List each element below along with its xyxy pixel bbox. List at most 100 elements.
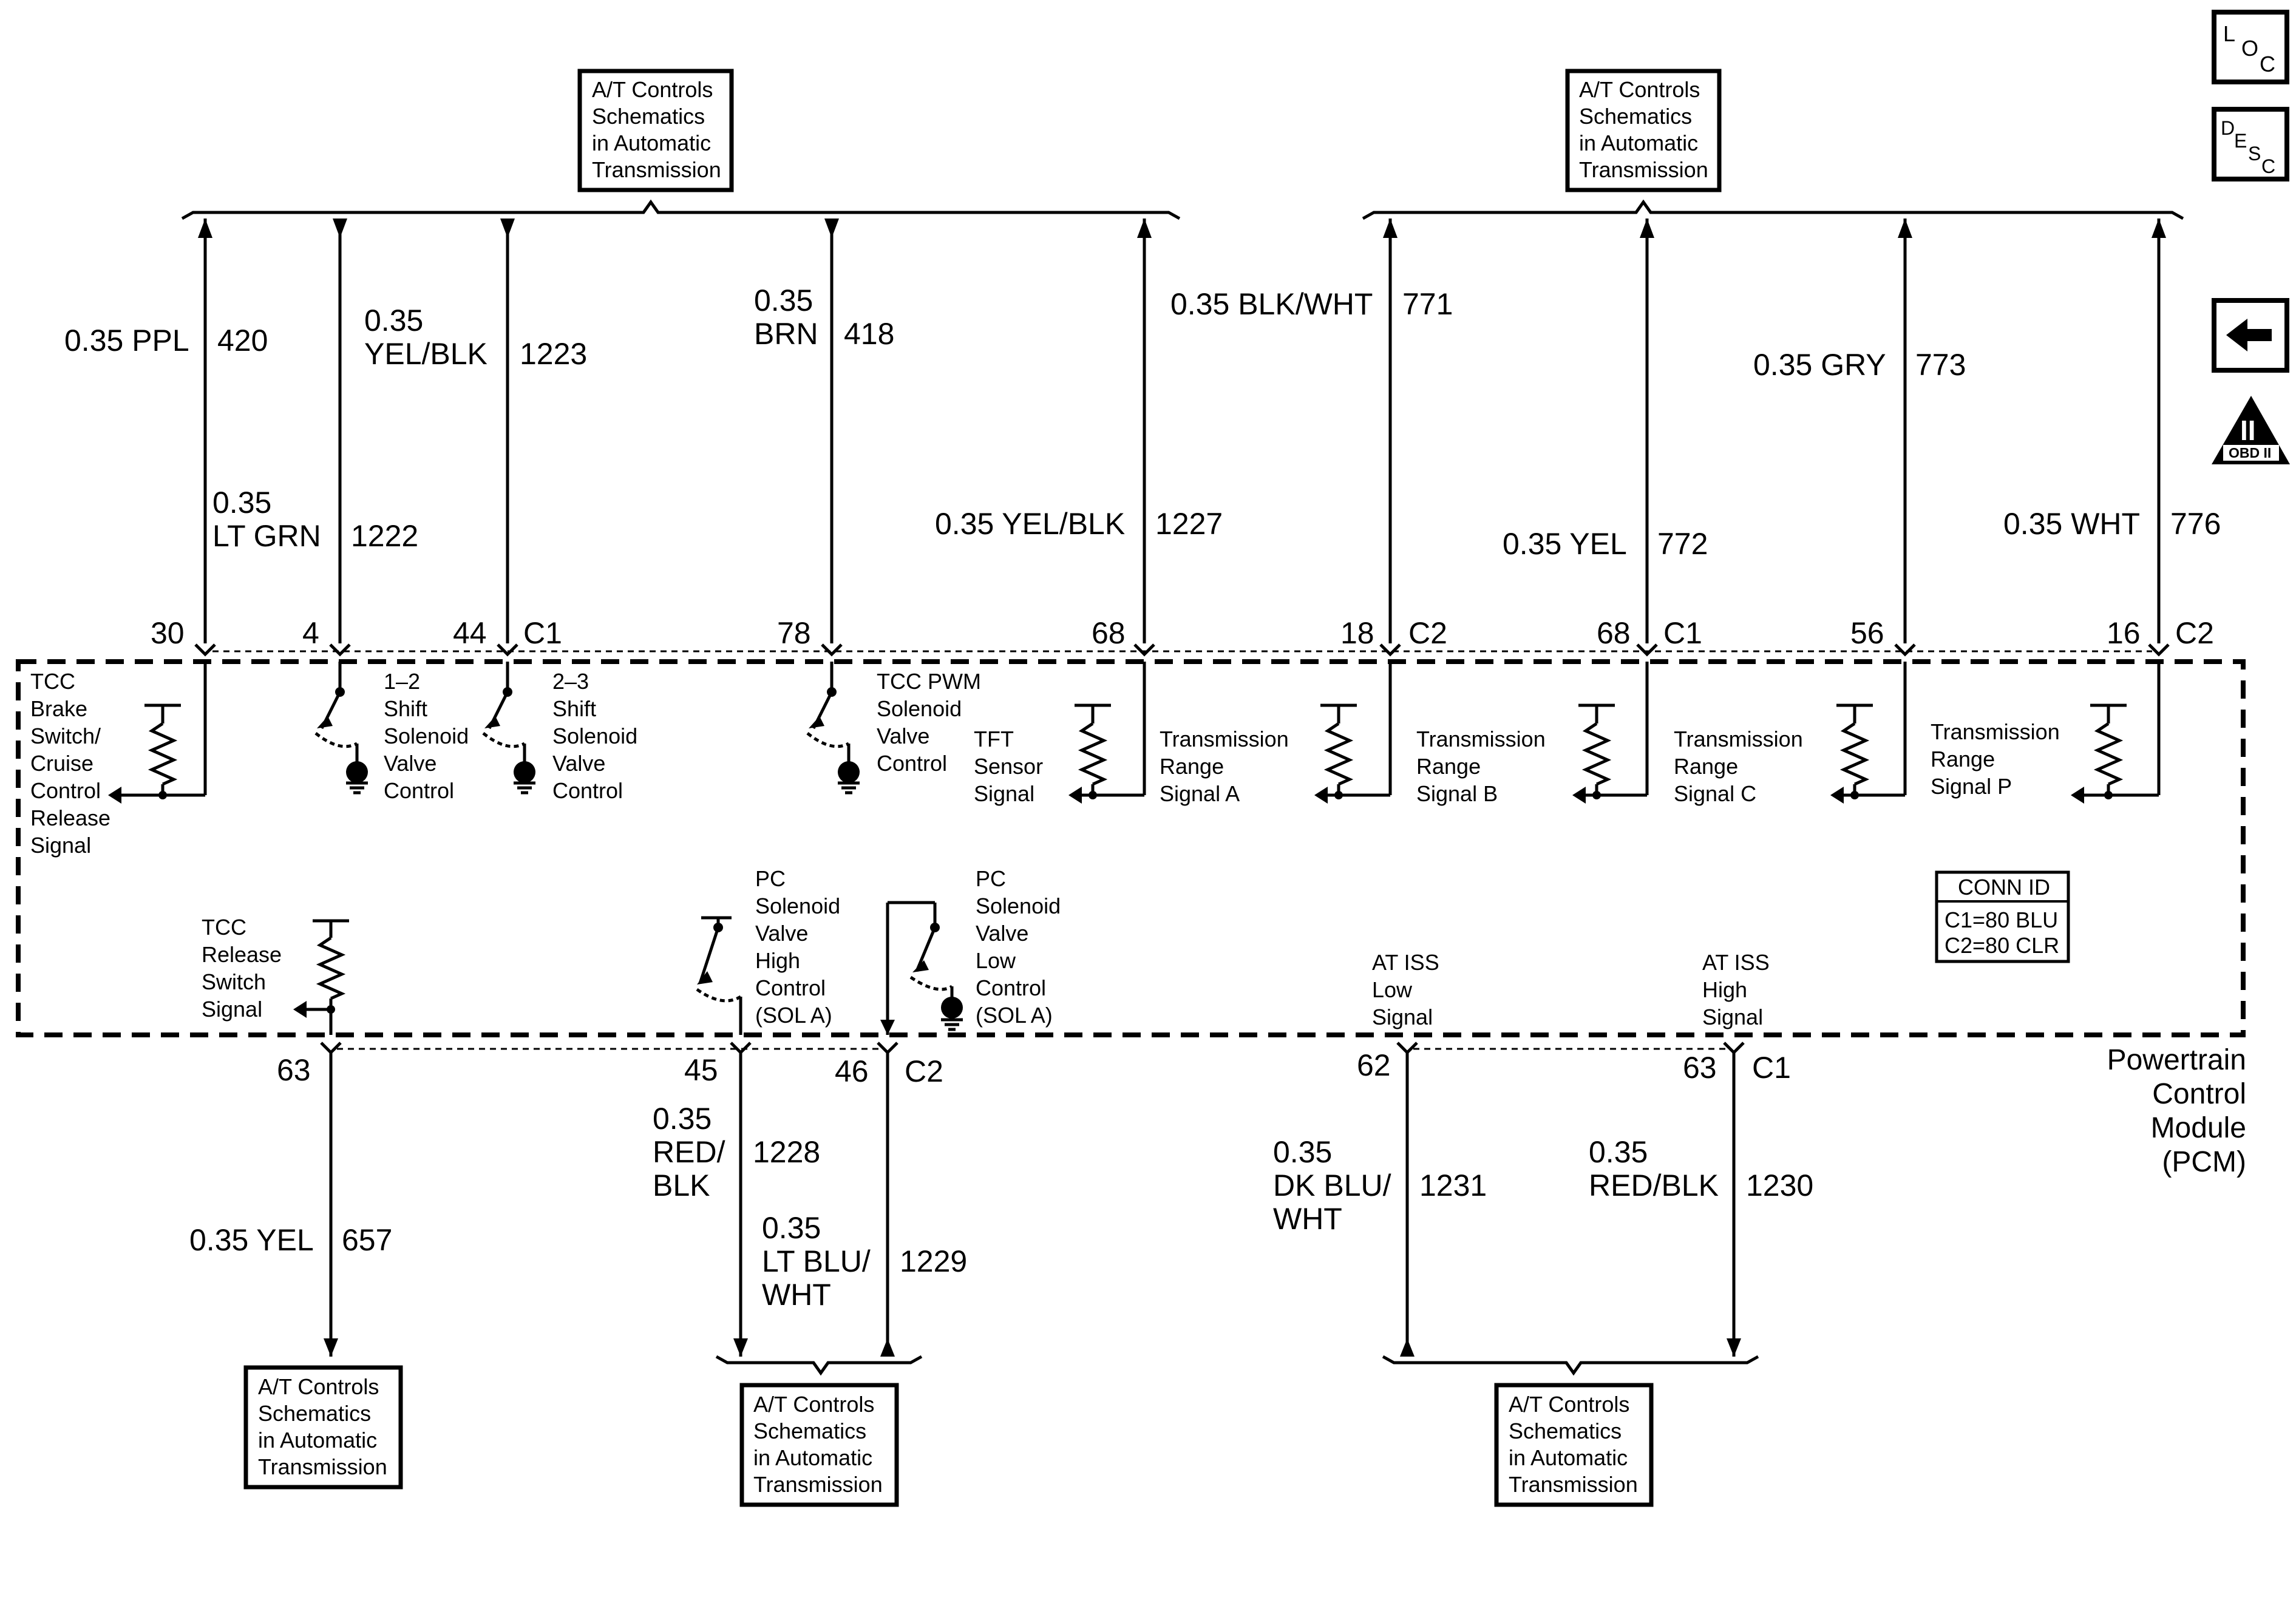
conn-id-title: CONN ID bbox=[1958, 875, 2050, 900]
wire-size-1230: 0.35 bbox=[1589, 1135, 1648, 1169]
circuit-1229: 1229 bbox=[900, 1244, 967, 1278]
label-tcc-pwm: TCC PWM Solenoid Valve Control bbox=[877, 669, 981, 776]
node-dot bbox=[503, 687, 512, 697]
pin-68-c1: 68 bbox=[1597, 616, 1631, 650]
ground-contact bbox=[514, 761, 535, 783]
connector-c2-top: C2 bbox=[1408, 616, 1447, 650]
wire-color-418: BRN bbox=[754, 317, 818, 351]
ref-box-top-left[interactable]: A/T Controls Schematics in Automatic Tra… bbox=[577, 69, 734, 192]
signal-arrow bbox=[880, 1020, 895, 1035]
switch-arrow bbox=[697, 971, 713, 985]
svg-text:Release: Release bbox=[30, 805, 110, 830]
svg-text:Range: Range bbox=[1416, 754, 1481, 779]
svg-text:High: High bbox=[1702, 977, 1747, 1002]
svg-text:Switch: Switch bbox=[202, 969, 266, 994]
resistor-tcc-brake bbox=[121, 703, 181, 797]
pin-63-c1: 63 bbox=[1683, 1051, 1717, 1085]
signal-arrow bbox=[1314, 787, 1328, 804]
circuit-1223: 1223 bbox=[520, 337, 587, 371]
resistor-range-b bbox=[1578, 703, 1615, 797]
ref-line: in Automatic bbox=[753, 1445, 872, 1470]
svg-text:2–3: 2–3 bbox=[552, 669, 589, 694]
loc-letter: C bbox=[2260, 52, 2275, 76]
svg-text:Solenoid: Solenoid bbox=[877, 696, 962, 721]
pin-4: 4 bbox=[302, 616, 319, 650]
circuit-771: 771 bbox=[1402, 287, 1453, 321]
svg-text:1–2: 1–2 bbox=[384, 669, 420, 694]
loc-button[interactable]: L O C bbox=[2212, 10, 2289, 84]
svg-text:AT ISS: AT ISS bbox=[1702, 950, 1770, 975]
obd-button[interactable]: II OBD II bbox=[2212, 396, 2290, 464]
switch-pc-low bbox=[886, 901, 963, 1035]
ref-line: A/T Controls bbox=[1509, 1392, 1629, 1417]
switch-arrow bbox=[484, 716, 500, 728]
ref-line: in Automatic bbox=[592, 131, 711, 155]
switch-arrow bbox=[809, 716, 824, 728]
wire-color-1223: YEL/BLK bbox=[364, 337, 487, 371]
node-dot bbox=[327, 1005, 335, 1014]
svg-text:Valve: Valve bbox=[877, 724, 929, 748]
connector-c2-top2: C2 bbox=[2175, 616, 2214, 650]
obd-triangle-icon bbox=[2212, 396, 2290, 464]
svg-text:Signal A: Signal A bbox=[1160, 781, 1240, 806]
pin-18: 18 bbox=[1340, 616, 1374, 650]
signal-arrow bbox=[2071, 787, 2084, 804]
wire-size-1222: 0.35 bbox=[212, 486, 271, 520]
bottom-pin-chevrons bbox=[320, 1042, 1745, 1055]
ground-contact bbox=[346, 761, 368, 783]
back-button[interactable] bbox=[2212, 298, 2289, 373]
svg-text:Signal C: Signal C bbox=[1674, 781, 1756, 806]
label-pc-high: PC Solenoid Valve High Control (SOL A) bbox=[755, 866, 840, 1028]
label-range-a: Transmission Range Signal A bbox=[1160, 727, 1289, 806]
circuit-418: 418 bbox=[844, 317, 894, 351]
svg-text:Transmission: Transmission bbox=[1416, 727, 1546, 751]
svg-text:TCC: TCC bbox=[30, 669, 75, 694]
svg-text:Signal: Signal bbox=[202, 997, 262, 1022]
signal-arrow bbox=[293, 1001, 307, 1018]
label-range-p: Transmission Range Signal P bbox=[1931, 719, 2060, 799]
ref-line: A/T Controls bbox=[258, 1374, 379, 1399]
ref-line: A/T Controls bbox=[1579, 77, 1700, 102]
pin-78: 78 bbox=[777, 616, 811, 650]
svg-text:(SOL A): (SOL A) bbox=[755, 1003, 832, 1028]
wire-size-1229: 0.35 bbox=[762, 1211, 821, 1245]
svg-text:Signal: Signal bbox=[30, 833, 91, 858]
svg-text:Signal: Signal bbox=[974, 781, 1034, 806]
svg-text:Signal B: Signal B bbox=[1416, 781, 1498, 806]
svg-text:Range: Range bbox=[1160, 754, 1224, 779]
pin-56: 56 bbox=[1850, 616, 1884, 650]
desc-letter: S bbox=[2248, 143, 2261, 164]
pcm-internal-wires-top bbox=[155, 662, 2161, 797]
wire-size-418: 0.35 bbox=[754, 283, 813, 317]
circuit-1222: 1222 bbox=[351, 519, 418, 553]
pcm-boundary bbox=[16, 659, 2246, 1037]
svg-text:Valve: Valve bbox=[552, 751, 605, 776]
wire-size-1223: 0.35 bbox=[364, 303, 423, 337]
ref-box-top-right[interactable]: A/T Controls Schematics in Automatic Tra… bbox=[1565, 69, 1722, 192]
circuit-1230: 1230 bbox=[1746, 1168, 1813, 1202]
node-dot bbox=[930, 923, 940, 932]
desc-letter: D bbox=[2221, 117, 2235, 139]
label-tft: TFT Sensor Signal bbox=[974, 727, 1043, 806]
ref-box-bottom-middle[interactable]: A/T Controls Schematics in Automatic Tra… bbox=[739, 1383, 899, 1507]
svg-text:Release: Release bbox=[202, 942, 282, 967]
svg-text:PC: PC bbox=[755, 866, 786, 891]
label-tcc-release: TCC Release Switch Signal bbox=[202, 915, 282, 1022]
connector-c1-top2: C1 bbox=[1663, 616, 1702, 650]
top-pin-chevrons bbox=[194, 643, 2170, 657]
switch-arrow bbox=[912, 960, 929, 972]
desc-button[interactable]: D E S C bbox=[2212, 107, 2289, 181]
ref-line: Transmission bbox=[1509, 1472, 1638, 1497]
wire-size-657: 0.35 YEL bbox=[189, 1223, 314, 1257]
loc-letter: L bbox=[2223, 21, 2235, 46]
ref-box-bottom-left[interactable]: A/T Controls Schematics in Automatic Tra… bbox=[243, 1365, 403, 1490]
node-dot bbox=[713, 923, 723, 932]
ref-box-bottom-right[interactable]: A/T Controls Schematics in Automatic Tra… bbox=[1494, 1383, 1654, 1507]
pin-45: 45 bbox=[684, 1053, 718, 1087]
circuit-773: 773 bbox=[1915, 348, 1966, 382]
wire-color-1229b: WHT bbox=[762, 1278, 831, 1312]
node-dot bbox=[1334, 791, 1343, 799]
svg-text:Shift: Shift bbox=[552, 696, 596, 721]
brace-bottom-right bbox=[1382, 1355, 1759, 1376]
